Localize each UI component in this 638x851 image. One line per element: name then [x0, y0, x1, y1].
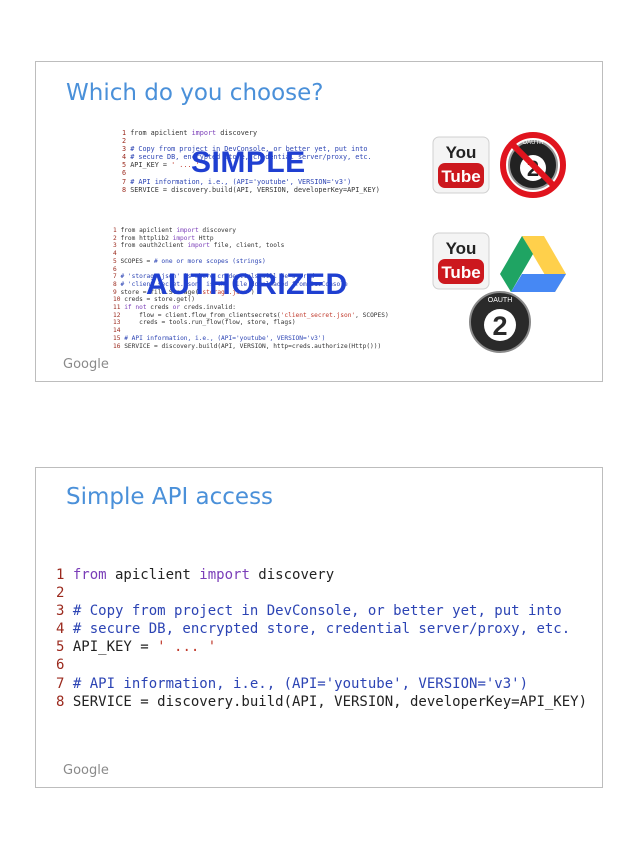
code-line: 16 SERVICE = discovery.build(API, VERSIO…: [113, 342, 382, 350]
code-line: 7 # API information, i.e., (API='youtube…: [122, 177, 352, 186]
code-line: 5 API_KEY = ' ... ': [122, 161, 200, 170]
code-line: 7 # 'storage.json' is where credentials …: [113, 273, 315, 281]
overlay-label-simple: SIMPLE: [191, 146, 306, 179]
code-line: 1 from apiclient import discovery: [113, 227, 236, 234]
youtube-you-text: You: [446, 143, 477, 162]
code-line: 3 # Copy from project in DevConsole, or …: [56, 603, 562, 620]
code-line: 13 creds = tools.run_flow(flow, store, f…: [113, 319, 296, 327]
code-line: 8 SERVICE = discovery.build(API, VERSION…: [122, 185, 380, 194]
google-brand-label: Google: [63, 357, 109, 372]
oauth-label-text: OAUTH: [488, 297, 513, 304]
slide-title: Which do you choose?: [66, 80, 324, 106]
code-line: 7 # API information, i.e., (API='youtube…: [56, 675, 529, 692]
code-line: 6: [122, 169, 127, 178]
youtube-logo-icon: You Tube: [432, 136, 490, 194]
youtube-logo-icon: You Tube: [432, 232, 490, 290]
youtube-tube-text: Tube: [441, 167, 480, 186]
code-line: 3 # Copy from project in DevConsole, or …: [122, 145, 368, 154]
slide-which-do-you-choose: Which do you choose? 1 from apiclient im…: [35, 61, 603, 382]
code-line: 1 from apiclient import discovery: [56, 567, 335, 583]
no-oauth2-icon: OAUTH 2: [500, 132, 566, 198]
code-line: 6: [113, 265, 117, 273]
code-line: 12 flow = client.flow_from_clientsecrets…: [113, 311, 389, 319]
code-line: 5 API_KEY = ' ... ': [56, 639, 217, 656]
code-line: 2: [122, 137, 127, 146]
code-line: 2 from httplib2 import Http: [113, 234, 214, 242]
code-line: 2: [56, 585, 65, 602]
code-line: 10 creds = store.get(): [113, 296, 195, 304]
code-line: 4: [113, 250, 117, 258]
code-line: 5 SCOPES = # one or more scopes (strings…: [113, 257, 266, 265]
code-line: 8 SERVICE = discovery.build(API, VERSION…: [56, 693, 588, 710]
overlay-label-authorized: AUTHORIZED: [146, 268, 348, 301]
code-line: 9 store = file.Storage('storage.json'): [113, 288, 255, 296]
code-line: 3 from oauth2client import file, client,…: [113, 242, 285, 250]
google-brand-label: Google: [63, 763, 109, 778]
code-line: 14: [113, 327, 121, 335]
google-drive-icon: [500, 236, 566, 292]
youtube-tube-text: Tube: [441, 263, 480, 282]
code-line: 11 if not creds or creds.invalid:: [113, 304, 236, 312]
slide-title: Simple API access: [66, 484, 274, 510]
oauth-number-text: 2: [492, 311, 507, 341]
code-line: 4 # secure DB, encrypted store, credenti…: [122, 153, 372, 162]
youtube-you-text: You: [446, 239, 477, 258]
code-line: 6: [56, 657, 65, 674]
code-line: 8 # 'client_secret.json' is the file dow…: [113, 280, 348, 288]
code-line: 4 # secure DB, encrypted store, credenti…: [56, 621, 571, 638]
slide-simple-api-access: Simple API access 1 from apiclient impor…: [35, 467, 603, 788]
code-line: 1 from apiclient import discovery: [122, 129, 258, 137]
oauth-label-text: OAUTH: [523, 140, 544, 146]
oauth2-icon: OAUTH 2: [469, 291, 531, 353]
code-line: 15 # API information, i.e., (API='youtub…: [113, 334, 326, 342]
